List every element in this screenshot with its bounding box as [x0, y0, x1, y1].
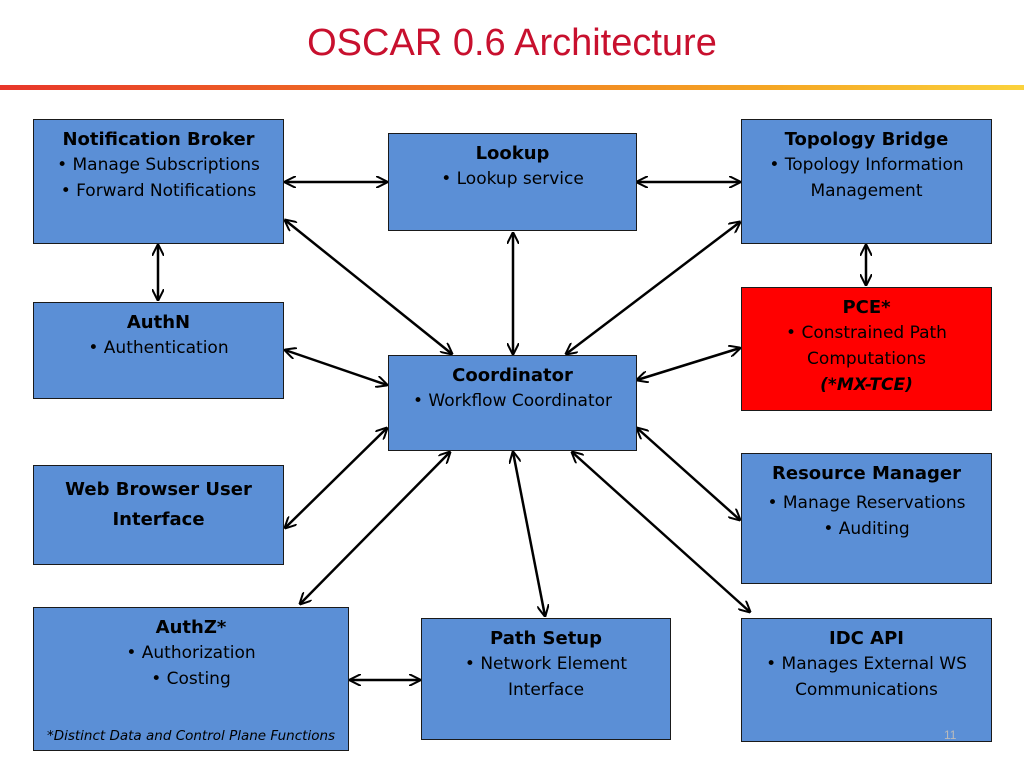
arrow-pce-coordinator [637, 348, 740, 380]
title-divider [0, 85, 1024, 90]
resource-manager-line: • Manage Reservations [767, 493, 966, 513]
pce-title: PCE* [842, 297, 891, 318]
authn-title: AuthN [126, 312, 191, 333]
resource-manager-line: • Auditing [823, 519, 910, 539]
authz-title: AuthZ* [155, 617, 227, 638]
arrow-pathsetup-coordinator [513, 452, 545, 616]
slide-title: OSCAR 0.6 Architecture [307, 22, 717, 64]
authz-line: • Costing [151, 669, 231, 689]
arrow-authn-coordinator [285, 350, 387, 385]
coordinator-title: Coordinator [452, 365, 573, 386]
web-browser-title: Interface [112, 509, 205, 530]
web-browser-title: Web Browser User [65, 479, 252, 500]
path-setup-title: Path Setup [489, 628, 603, 649]
page-number: 11 [944, 728, 957, 742]
authz-box: AuthZ* • Authorization • Costing *Distin… [33, 607, 349, 751]
notification-broker-line: • Manage Subscriptions [57, 155, 260, 175]
authz-line: • Authorization [126, 643, 256, 663]
pce-line: • Constrained Path [786, 323, 947, 343]
pce-note: (*MX-TCE) [820, 375, 913, 395]
idc-api-line: Communications [795, 680, 938, 700]
topology-bridge-line: Management [810, 181, 923, 201]
path-setup-box: Path Setup • Network Element Interface [421, 618, 671, 740]
idc-api-line: • Manages External WS [766, 654, 967, 674]
path-setup-line: • Network Element [464, 654, 628, 674]
arrow-topology-coordinator [566, 222, 740, 354]
resource-manager-box: Resource Manager • Manage Reservations •… [741, 453, 992, 584]
path-setup-line: Interface [507, 680, 585, 700]
authn-box: AuthN • Authentication [33, 302, 284, 399]
web-browser-ui-box: Web Browser User Interface [33, 465, 284, 565]
coordinator-line: • Workflow Coordinator [412, 391, 613, 411]
notification-broker-box: Notification Broker • Manage Subscriptio… [33, 119, 284, 244]
lookup-title: Lookup [475, 143, 550, 164]
pce-line: Computations [807, 349, 926, 369]
coordinator-box: Coordinator • Workflow Coordinator [388, 355, 637, 451]
topology-bridge-title: Topology Bridge [784, 129, 949, 150]
lookup-box: Lookup • Lookup service [388, 133, 637, 231]
topology-bridge-line: • Topology Information [769, 155, 964, 175]
arrow-authz-coordinator [300, 452, 450, 604]
notification-broker-line: • Forward Notifications [60, 181, 257, 201]
arrow-idc-coordinator [572, 452, 750, 612]
idc-api-title: IDC API [829, 628, 904, 649]
authn-line: • Authentication [88, 338, 229, 358]
notification-broker-title: Notification Broker [62, 129, 255, 150]
idc-api-box: IDC API • Manages External WS Communicat… [741, 618, 992, 742]
arrow-notification-coordinator [285, 220, 452, 354]
lookup-line: • Lookup service [441, 169, 584, 189]
arrow-web-coordinator [285, 428, 387, 528]
resource-manager-title: Resource Manager [772, 463, 961, 484]
authz-footnote: *Distinct Data and Control Plane Functio… [46, 728, 336, 744]
arrow-resource-coordinator [637, 428, 740, 520]
pce-box: PCE* • Constrained Path Computations (*M… [741, 287, 992, 411]
topology-bridge-box: Topology Bridge • Topology Information M… [741, 119, 992, 244]
